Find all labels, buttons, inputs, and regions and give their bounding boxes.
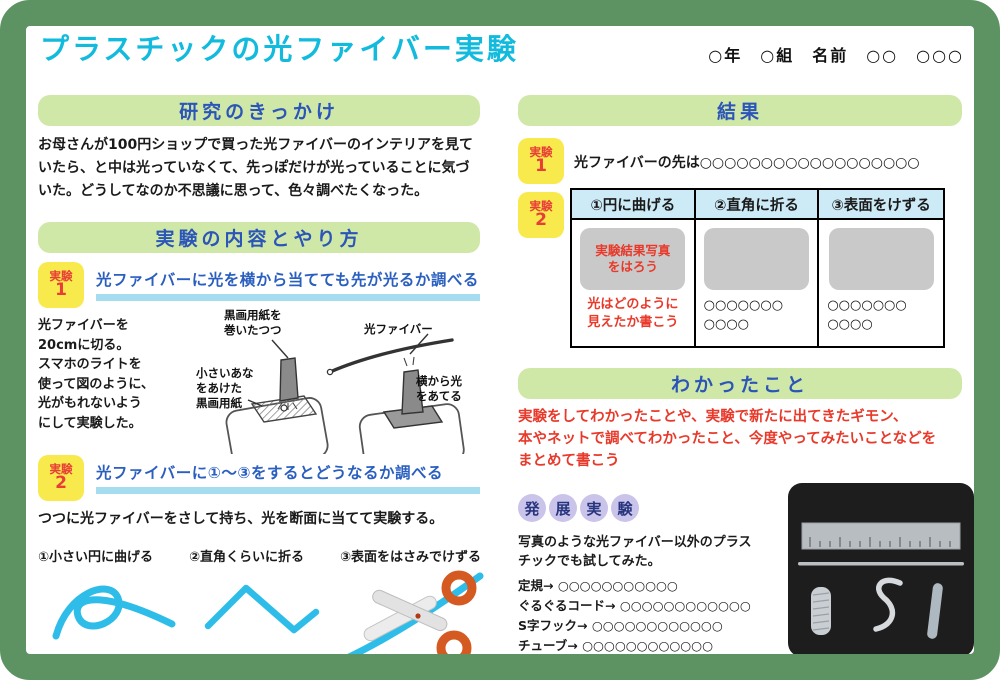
experiment-1-underline: [96, 294, 480, 301]
experiment-1-badge: 実験 1: [38, 262, 84, 308]
results-table-cell-3: ○○○○○○○ ○○○○: [819, 220, 943, 346]
results-table-cell-1: 実験結果写真 をはろう 光はどのように 見えたか書こう: [572, 220, 696, 346]
extension-item-s-hook: S字フック→ ○○○○○○○○○○○○: [518, 618, 723, 633]
write-prompt: 光はどのように 見えたか書こう: [587, 297, 679, 330]
experiment-1-diagram: 黒画用紙を 巻いたつつ 光ファイバー 小さいあな をあけた 黒画用紙 横から光 …: [196, 308, 486, 454]
learned-instructions: 実験をしてわかったことや、実験で新たに出てきたギモン、 本やネットで調べてわかっ…: [518, 409, 937, 469]
page-title: プラスチックの光ファイバー実験: [40, 32, 519, 66]
answer-blank-3: ○○○○○○○ ○○○○: [827, 298, 907, 332]
experiment-1-heading: 光ファイバーに光を横から当てても先が光るか調べる: [96, 271, 479, 289]
experiment-2-heading: 光ファイバーに①〜③をするとどうなるか調べる: [96, 464, 443, 482]
extension-char-4: 験: [611, 494, 639, 522]
experiment-2-steps: つつに光ファイバーをさして持ち、光を断面に当てて実験する。: [38, 511, 444, 527]
results-table: ①円に曲げる ②直角に折る ③表面をけずる 実験結果写真 をはろう 光はどのよう…: [570, 188, 945, 348]
name-field: ○年 ○組 名前 ○○ ○○○: [708, 46, 964, 65]
experiment-2-badge: 実験 2: [38, 455, 84, 501]
loop-sketch: [52, 585, 176, 640]
result-exp1-badge-word: 実験: [529, 145, 553, 160]
results-table-header-1: ①円に曲げる: [572, 190, 696, 220]
answer-blank-2: ○○○○○○○ ○○○○: [703, 298, 784, 332]
materials-photo: [788, 483, 974, 657]
result-exp1-line: 光ファイバーの先は○○○○○○○○○○○○○○○○○○: [574, 155, 920, 171]
extension-char-3: 実: [580, 494, 608, 522]
setup-sketch: [225, 333, 465, 454]
materials-photo-contents: [798, 522, 964, 639]
label-optical-fiber: 光ファイバー: [364, 322, 433, 336]
motive-paragraph: お母さんが100円ショップで買った光ファイバーのインテリアを見ていたら、と中は光…: [38, 137, 473, 199]
extension-experiment-title: 発 展 実 験: [518, 494, 639, 522]
section-header-method-label: 実験の内容とやり方: [155, 228, 363, 250]
experiment-1-steps: 光ファイバーを 20cmに切る。 スマホのライトを 使って図のように、 光がもれ…: [38, 318, 154, 431]
result-exp2-badge: 実験 2: [518, 192, 564, 238]
section-header-results: 結果: [518, 95, 962, 126]
experiment-2-item-3: ③表面をはさみでけずる: [340, 550, 482, 565]
results-table-header-3: ③表面をけずる: [819, 190, 943, 220]
photo-placeholder-3: [828, 228, 934, 290]
extension-body: 写真のような光ファイバー以外のプラス チックでも試してみた。: [518, 535, 752, 569]
experiment-1-badge-word: 実験: [49, 269, 73, 284]
extension-item-ruler: 定規→ ○○○○○○○○○○○: [518, 578, 678, 593]
section-header-results-label: 結果: [716, 101, 763, 123]
extension-result-list: 定規→ ○○○○○○○○○○○ ぐるぐるコード→ ○○○○○○○○○○○○ S字…: [518, 576, 786, 656]
scissors-cut-sketch: [343, 570, 484, 666]
label-black-paper-tube: 黒画用紙を 巻いたつつ: [224, 308, 282, 337]
extension-char-1: 発: [518, 494, 546, 522]
result-exp1-badge-number: 1: [535, 156, 547, 177]
section-header-motive: 研究のきっかけ: [38, 95, 480, 126]
result-exp1-badge: 実験 1: [518, 138, 564, 184]
section-header-learned: わかったこと: [518, 368, 962, 399]
result-exp2-badge-number: 2: [535, 210, 547, 231]
results-table-header-2: ②直角に折る: [695, 190, 820, 220]
section-header-motive-label: 研究のきっかけ: [179, 101, 339, 123]
experiment-2-item-2: ②直角くらいに折る: [189, 550, 305, 565]
label-light-from-side: 横から光 をあてる: [416, 374, 462, 403]
experiment-2-badge-number: 2: [55, 473, 67, 494]
bend-sketch: [204, 584, 320, 634]
scissors-icon: [363, 570, 477, 666]
label-small-hole-paper: 小さいあな をあけた 黒画用紙: [196, 366, 254, 410]
section-header-method: 実験の内容とやり方: [38, 222, 480, 253]
experiment-1-badge-number: 1: [55, 280, 67, 301]
experiment-2-badge-word: 実験: [49, 462, 73, 477]
coil-sketch: [811, 587, 831, 635]
results-table-cell-2: ○○○○○○○ ○○○○: [696, 220, 820, 346]
experiment-2-item-list: ①小さい円に曲げる ②直角くらいに折る ③表面をはさみでけずる: [38, 546, 481, 565]
extension-char-2: 展: [549, 494, 577, 522]
result-exp2-badge-word: 実験: [529, 199, 553, 214]
photo-placeholder-2: [703, 228, 809, 290]
extension-item-coil-cord: ぐるぐるコード→ ○○○○○○○○○○○○: [518, 598, 751, 613]
photo-placeholder-1: 実験結果写真 をはろう: [580, 228, 686, 290]
experiment-2-item-1: ①小さい円に曲げる: [38, 550, 154, 565]
extension-item-tube: チューブ→ ○○○○○○○○○○○○: [518, 638, 713, 653]
section-header-learned-label: わかったこと: [670, 374, 809, 396]
experiment-2-underline: [96, 487, 480, 494]
